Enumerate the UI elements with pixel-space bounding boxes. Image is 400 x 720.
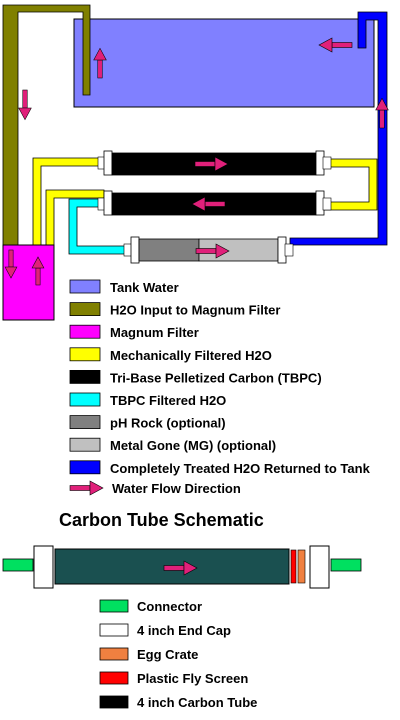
legend-item-swatch-6 xyxy=(69,415,101,430)
schematic-end-cap-left xyxy=(33,545,54,589)
legend-item-swatch-5 xyxy=(69,392,101,407)
schematic-legend-item-label-0: Connector xyxy=(137,599,202,614)
ph-tube-cap-left xyxy=(130,236,140,264)
schematic-legend-item-label-1: 4 inch End Cap xyxy=(137,623,231,638)
schematic-legend-item-swatch-3 xyxy=(99,671,129,685)
schematic-connector-left xyxy=(2,558,34,572)
legend-item-swatch-3 xyxy=(69,347,101,362)
legend-item-swatch-4 xyxy=(69,369,101,384)
ph-rock-section xyxy=(138,238,200,262)
legend-item-label-1: H2O Input to Magnum Filter xyxy=(110,303,280,318)
legend-item-swatch-2 xyxy=(69,324,101,339)
schematic-legend-item-swatch-0 xyxy=(99,599,129,613)
legend-item-label-0: Tank Water xyxy=(110,280,179,295)
schematic-connector-right xyxy=(330,558,362,572)
legend-item-label-3: Mechanically Filtered H2O xyxy=(110,348,272,363)
treated-return-pipe xyxy=(289,11,388,246)
flow-legend-arrow-icon xyxy=(69,480,104,496)
legend-item-label-5: TBPC Filtered H2O xyxy=(110,393,226,408)
legend-item-label-4: Tri-Base Pelletized Carbon (TBPC) xyxy=(110,370,322,385)
schematic-legend-item-label-3: Plastic Fly Screen xyxy=(137,671,248,686)
schematic-fly-screen xyxy=(290,549,297,584)
legend-item-label-7: Metal Gone (MG) (optional) xyxy=(110,438,276,453)
schematic-legend-item-label-2: Egg Crate xyxy=(137,647,198,662)
tank-water xyxy=(73,18,375,108)
schematic-legend-item-swatch-4 xyxy=(99,695,129,709)
schematic-legend-item-swatch-1 xyxy=(99,623,129,637)
legend-item-swatch-1 xyxy=(69,302,101,317)
carbon-tube-top-cap-left xyxy=(103,150,113,176)
legend-item-swatch-0 xyxy=(69,279,101,294)
carbon-tube-bottom-connector-right xyxy=(322,197,332,211)
schematic-end-cap-right xyxy=(309,545,330,589)
flow-arrow-intake-down xyxy=(18,89,32,120)
legend-item-swatch-8 xyxy=(69,460,101,475)
carbon-tube-bottom-cap-left xyxy=(103,190,113,216)
flow-legend-label: Water Flow Direction xyxy=(112,481,241,496)
carbon-tube-top-connector-right xyxy=(322,156,332,170)
schematic-legend-item-swatch-2 xyxy=(99,647,129,661)
mech-filtered-pipe-right xyxy=(323,158,378,211)
schematic-egg-crate xyxy=(297,549,306,584)
schematic-title: Carbon Tube Schematic xyxy=(59,510,264,530)
legend-item-label-8: Completely Treated H2O Returned to Tank xyxy=(110,461,371,476)
schematic-legend-item-label-4: 4 inch Carbon Tube xyxy=(137,695,257,710)
legend-item-label-6: pH Rock (optional) xyxy=(110,416,226,431)
ph-tube-connector-right xyxy=(284,243,294,257)
legend-item-swatch-7 xyxy=(69,437,101,452)
legend-item-label-2: Magnum Filter xyxy=(110,325,199,340)
